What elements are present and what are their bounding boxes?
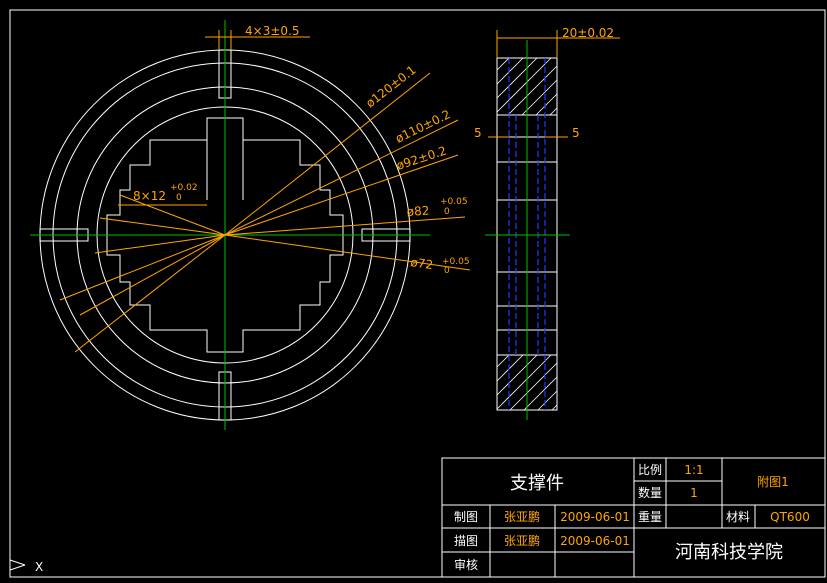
weight-label: 重量 <box>638 510 662 524</box>
institution: 河南科技学院 <box>675 542 783 563</box>
dim-side-left: 5 <box>474 126 482 140</box>
side-center-lines <box>485 40 570 420</box>
axis-marker <box>9 559 26 571</box>
dim-d72-tol-upper: +0.05 <box>442 257 470 267</box>
title-block <box>441 457 826 578</box>
drawn-by-label: 制图 <box>454 510 478 524</box>
quantity-label: 数量 <box>638 485 662 500</box>
reviewed-by-label: 审核 <box>454 557 478 572</box>
dim-key: 8×12 <box>133 189 166 203</box>
dim-slot: 4×3±0.5 <box>245 24 299 38</box>
traced-date: 2009-06-01 <box>560 534 630 548</box>
figure-ref: 附图1 <box>757 475 789 489</box>
dim-key-tol-upper: +0.02 <box>170 183 198 193</box>
dim-key-tol-lower: 0 <box>176 193 182 203</box>
axis-label: X <box>35 560 43 574</box>
scale-value: 1:1 <box>684 463 703 477</box>
traced-by-name: 张亚鹏 <box>504 534 540 548</box>
scale-label: 比例 <box>638 463 662 477</box>
front-leaders <box>59 30 471 353</box>
dim-d72: ø72 <box>410 255 434 272</box>
dim-d82-tol-upper: +0.05 <box>440 197 468 207</box>
dim-side-right: 5 <box>572 126 580 140</box>
quantity-value: 1 <box>690 486 698 500</box>
dim-d82-tol-lower: 0 <box>444 207 450 217</box>
drawn-by-name: 张亚鹏 <box>504 510 540 524</box>
side-hatching <box>496 57 558 411</box>
side-dim-lines <box>488 30 620 138</box>
dim-d82: ø82 <box>406 203 430 219</box>
dim-d72-tol-lower: 0 <box>444 266 450 276</box>
material-label: 材料 <box>726 510 750 524</box>
dim-side-width: 20±0.02 <box>562 26 614 40</box>
material-value: QT600 <box>770 510 810 524</box>
part-name: 支撑件 <box>510 473 564 494</box>
drawing-frame <box>9 9 826 578</box>
traced-by-label: 描图 <box>454 534 478 548</box>
drawn-date: 2009-06-01 <box>560 510 630 524</box>
spline-profile <box>106 117 344 353</box>
